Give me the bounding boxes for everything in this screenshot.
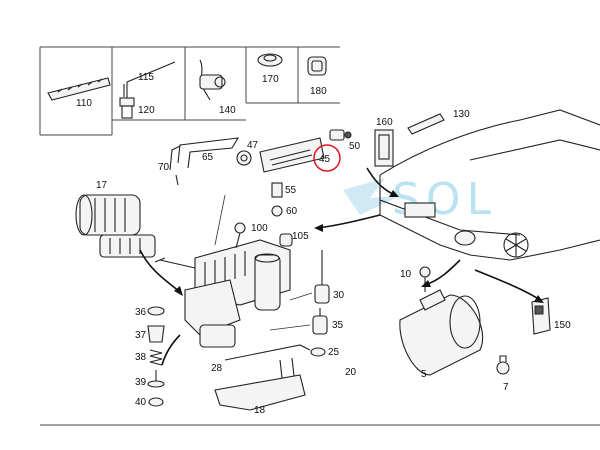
part-5-reservoir [399, 289, 484, 376]
part-150-sensor [531, 297, 551, 335]
label-160: 160 [376, 117, 393, 128]
part-35-mount [312, 308, 328, 335]
label-150: 150 [554, 320, 571, 331]
label-65: 65 [202, 152, 214, 163]
label-30: 30 [333, 290, 345, 301]
part-120-valve [119, 97, 135, 119]
label-60: 60 [286, 206, 298, 217]
label-17: 17 [96, 180, 108, 191]
label-5: 5 [421, 369, 427, 380]
highlight-circle-45 [313, 144, 341, 172]
label-180: 180 [310, 86, 327, 97]
label-39: 39 [135, 377, 147, 388]
part-20-hose [313, 359, 342, 393]
part-37-bush [147, 325, 165, 343]
label-18: 18 [254, 405, 266, 416]
part-47-fitting [236, 150, 252, 166]
leader-lines [139, 167, 544, 366]
label-110: 110 [76, 98, 92, 109]
label-36: 36 [135, 307, 147, 318]
label-70: 70 [158, 162, 170, 173]
part-130-tube [407, 113, 445, 135]
label-140: 140 [219, 105, 236, 116]
compressor-assembly [154, 239, 291, 348]
part-55-60-valve [271, 182, 283, 217]
part-105-grommet [279, 233, 293, 247]
part-40-nut [148, 397, 164, 407]
part-170-grommet [257, 53, 283, 67]
label-25: 25 [328, 347, 340, 358]
label-55: 55 [285, 185, 297, 196]
part-7-drain-plug [496, 355, 510, 375]
label-10: 10 [400, 269, 412, 280]
label-28: 28 [211, 363, 223, 374]
label-100: 100 [251, 223, 268, 234]
label-37: 37 [135, 330, 147, 341]
label-130: 130 [453, 109, 470, 120]
part-10-bolt [419, 266, 431, 292]
part-36-cap [147, 306, 165, 316]
part-18-bracket [214, 357, 306, 411]
part-110-rail [47, 77, 111, 101]
label-7: 7 [503, 382, 509, 393]
part-30-mount [314, 250, 330, 304]
part-180-plug [307, 56, 327, 76]
label-115: 115 [138, 72, 154, 83]
part-25-ring [310, 347, 326, 357]
label-120: 120 [138, 105, 155, 116]
part-50-sensor [329, 129, 352, 141]
car-front [379, 109, 600, 261]
inset-frames [39, 46, 340, 136]
part-45-relay [259, 137, 325, 173]
label-47: 47 [247, 140, 259, 151]
label-50: 50 [349, 141, 361, 152]
part-39-bolt [147, 370, 165, 388]
label-38: 38 [135, 352, 147, 363]
part-38-spring [149, 349, 163, 366]
part-160-bracket [374, 129, 394, 167]
part-65-70-brackets [169, 137, 240, 186]
label-20: 20 [345, 367, 357, 378]
label-105: 105 [292, 231, 309, 242]
part-17-compressor-motor [75, 194, 156, 258]
label-170: 170 [262, 74, 279, 85]
part-28-pipe [224, 344, 311, 361]
part-140-connector [199, 59, 226, 101]
label-40: 40 [135, 397, 147, 408]
label-35: 35 [332, 320, 344, 331]
part-115-tool [123, 61, 176, 98]
label-45: 45 [319, 154, 331, 165]
part-100-bolt [234, 222, 246, 249]
